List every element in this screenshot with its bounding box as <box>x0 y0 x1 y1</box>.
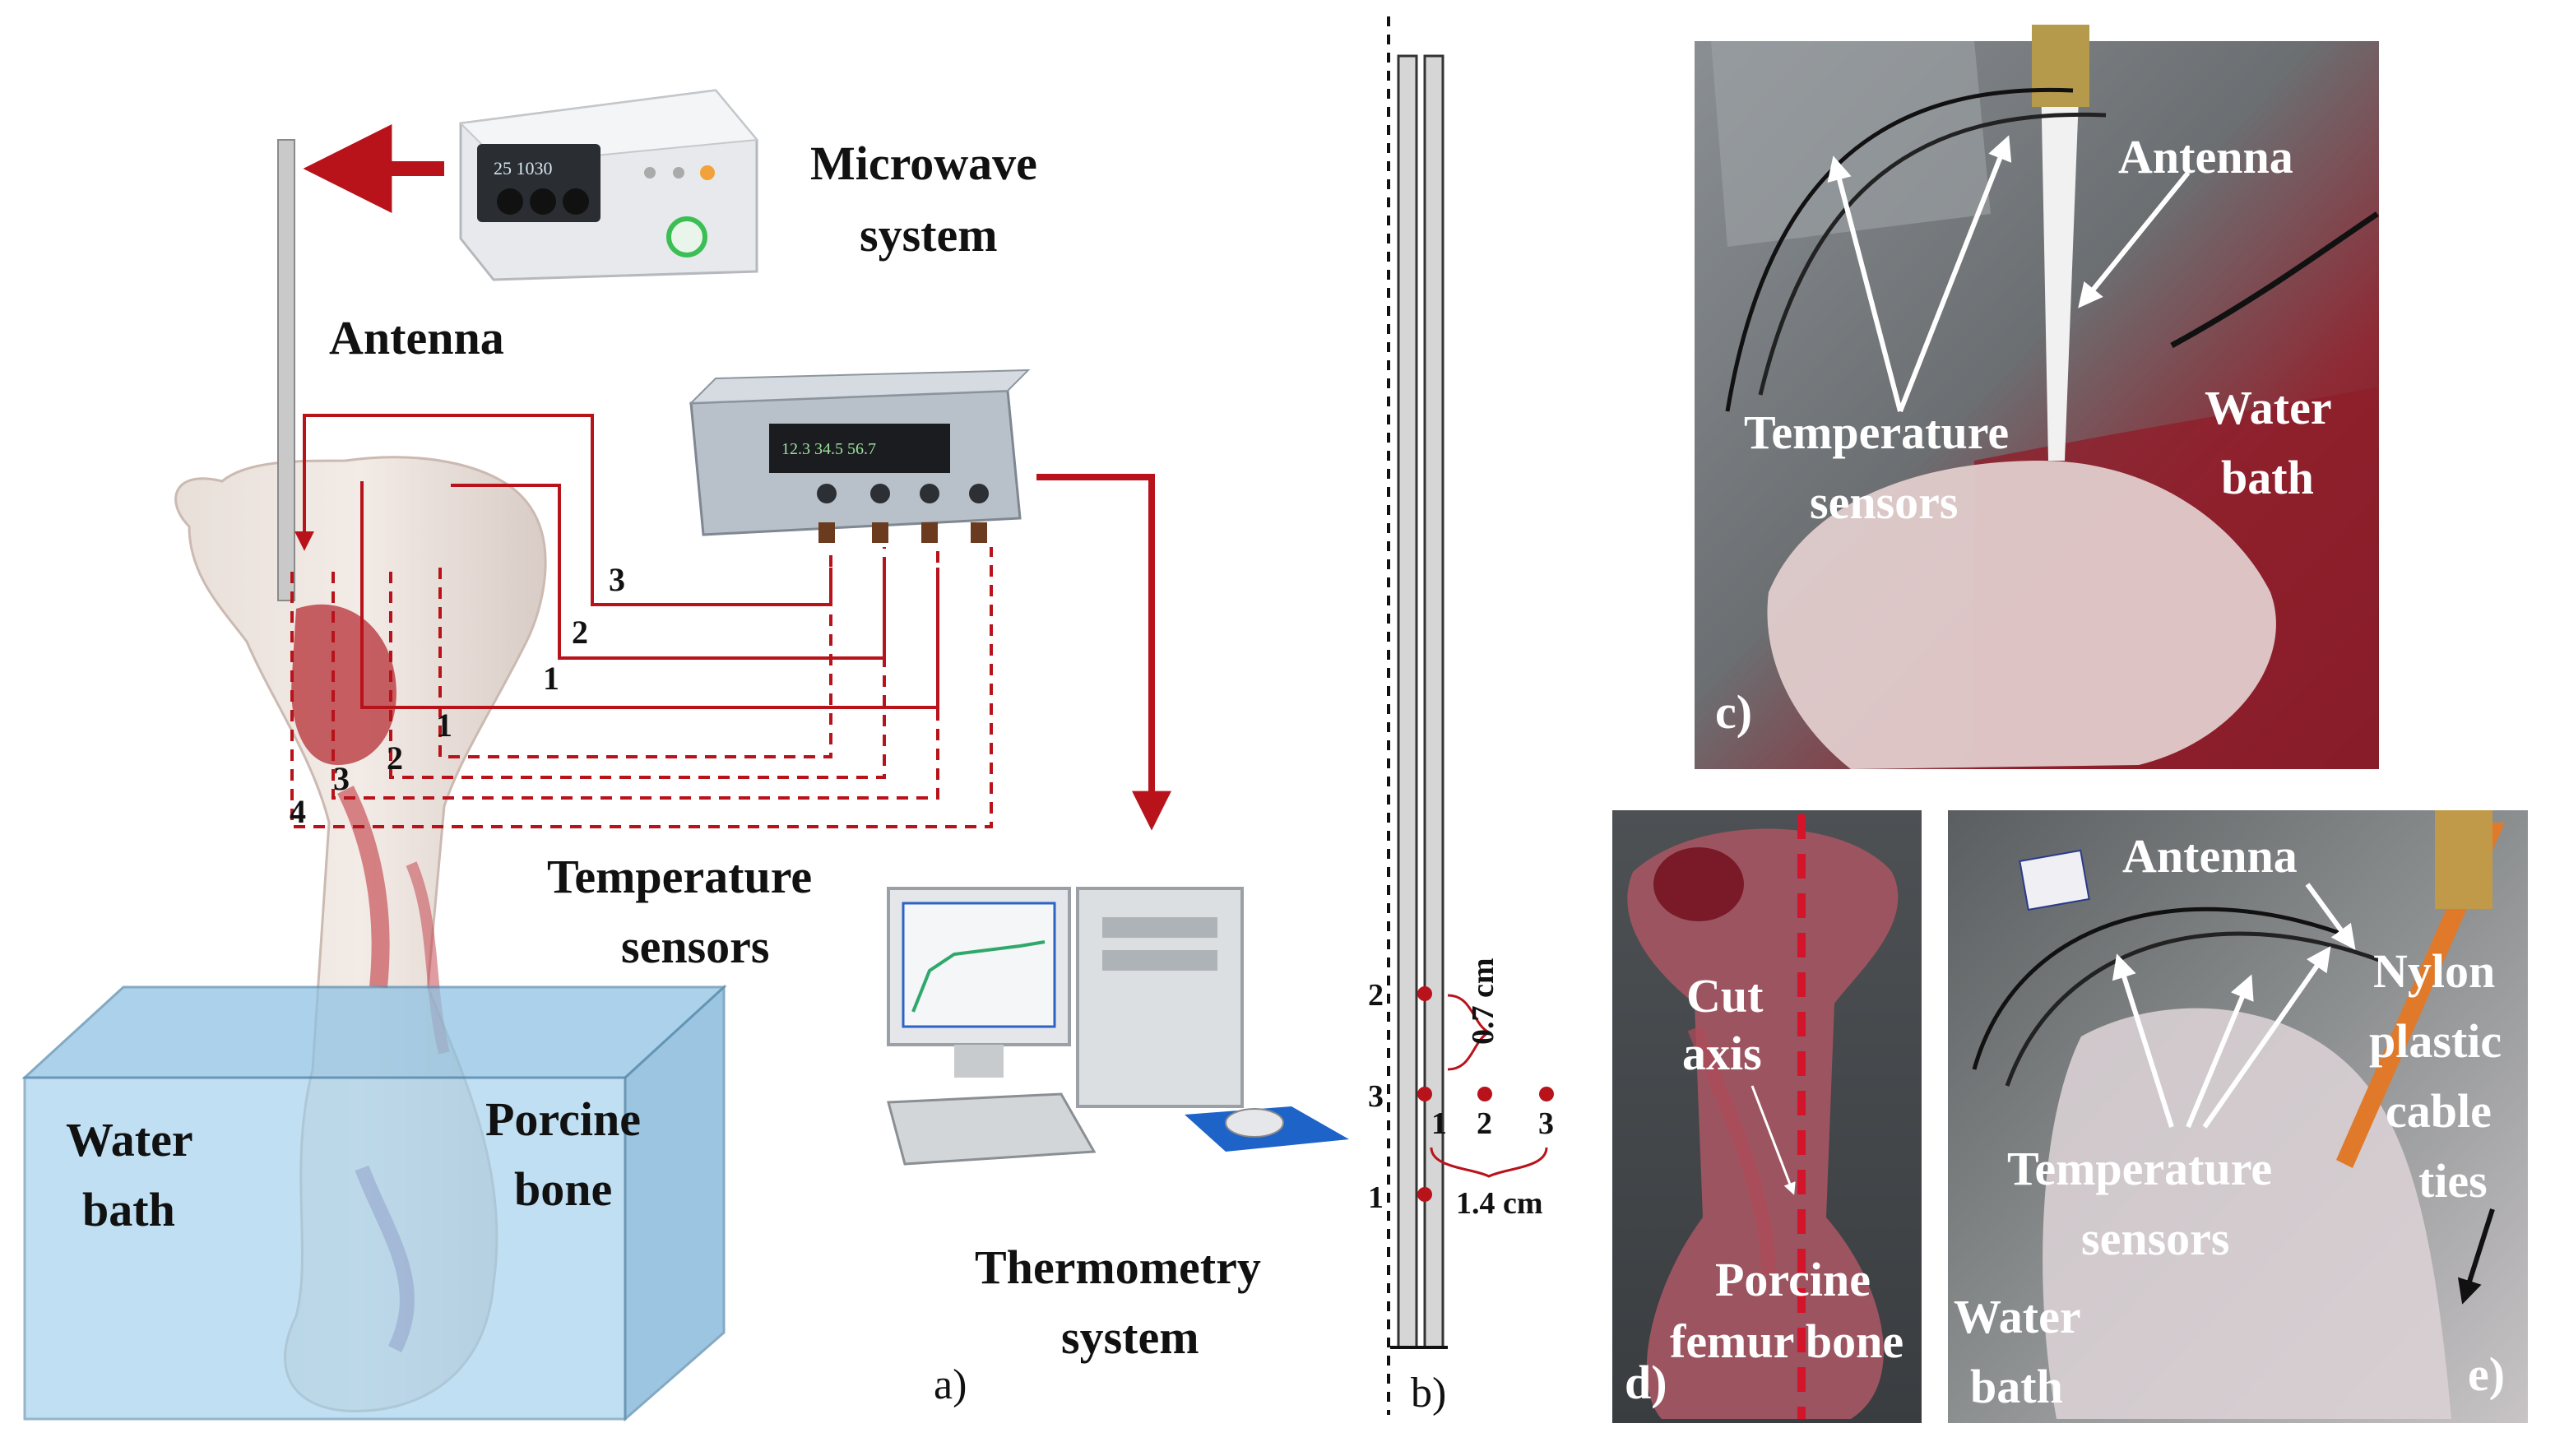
line-number-2: 2 <box>572 614 588 651</box>
e-cable-ties-line2: plastic <box>2369 1014 2502 1068</box>
computer-illustration <box>887 887 1349 1166</box>
c-water-bath-line2: bath <box>2221 451 2314 504</box>
sensor-point-radial-2 <box>1477 1087 1492 1101</box>
horizontal-dimension-brace <box>1430 1147 1548 1178</box>
vertical-dimension-brace <box>1447 994 1492 1071</box>
panel-b: 2 3 1 1 2 3 0.7 cm 1.4 cm b) <box>1368 16 1554 1417</box>
photo-e-bone <box>2043 1008 2451 1419</box>
dim-vertical-label: 0.7 cm <box>1466 958 1500 1045</box>
water-bath-label-line1: Water <box>66 1113 193 1166</box>
thermometry-label-line2: system <box>1061 1310 1199 1364</box>
antenna-label: Antenna <box>329 311 504 364</box>
b-left-number-1: 1 <box>1368 1180 1384 1215</box>
antenna-rod <box>277 139 295 601</box>
b-right-number-2: 2 <box>1477 1106 1492 1141</box>
sensor-number-3: 3 <box>333 760 350 797</box>
photo-d-bone <box>1627 828 1899 1419</box>
microwave-generator: 25 1030 <box>458 89 758 281</box>
sensor-number-2: 2 <box>387 740 403 777</box>
c-temperature-sensors-line2: sensors <box>1810 475 1958 529</box>
b-left-number-2: 2 <box>1368 978 1384 1013</box>
panel-e-letter: e) <box>2468 1347 2505 1401</box>
d-femur-label-line2: femur bone <box>1670 1315 1903 1368</box>
antenna-probe-left <box>1397 54 1418 1349</box>
d-cut-axis-line1: Cut <box>1686 969 1764 1022</box>
e-cable-ties-line3: cable <box>2386 1084 2492 1138</box>
c-water-bath-line1: Water <box>2205 381 2332 434</box>
svg-text:25 1030: 25 1030 <box>494 158 553 179</box>
e-temperature-sensors-line2: sensors <box>2081 1212 2229 1265</box>
e-cable-ties-line4: ties <box>2418 1154 2488 1208</box>
photo-c-bone <box>1767 461 2276 769</box>
sensor-point-1 <box>1417 1187 1432 1202</box>
b-right-number-3: 3 <box>1538 1106 1554 1141</box>
e-temperature-sensors-line1: Temperature <box>2007 1142 2272 1195</box>
panel-b-letter: b) <box>1411 1370 1446 1417</box>
b-left-number-3: 3 <box>1368 1079 1384 1114</box>
porcine-bone-label-line2: bone <box>514 1162 612 1216</box>
c-temperature-sensors-line1: Temperature <box>1744 406 2009 459</box>
e-antenna-label: Antenna <box>2122 829 2298 883</box>
sensor-point-radial-3 <box>1539 1087 1554 1101</box>
c-antenna-label: Antenna <box>2118 130 2293 183</box>
line-number-1: 1 <box>543 660 559 697</box>
e-water-bath-line1: Water <box>1954 1290 2081 1343</box>
b-right-number-1: 1 <box>1431 1106 1447 1141</box>
panel-a-letter: a) <box>934 1361 967 1408</box>
sensor-point-2 <box>1417 986 1432 1001</box>
thermometry-label-line1: Thermometry <box>975 1240 1261 1294</box>
water-bath-label-line2: bath <box>82 1183 175 1236</box>
sensor-number-4: 4 <box>290 793 306 830</box>
panel-d: Cut axis Porcine femur bone d) <box>1612 810 1922 1423</box>
sensor-lines-dashed <box>290 547 993 828</box>
thermometry-device: 12.3 34.5 56.7 <box>689 369 1031 543</box>
porcine-bone-label-line1: Porcine <box>485 1092 641 1146</box>
sensor-number-1: 1 <box>436 707 452 744</box>
panel-c: Antenna Temperature sensors Water bath c… <box>1695 25 2379 769</box>
panel-d-letter: d) <box>1625 1356 1667 1409</box>
d-cut-axis-line2: axis <box>1682 1027 1762 1080</box>
water-bath-box <box>21 984 727 1422</box>
svg-text:12.3 34.5 56.7: 12.3 34.5 56.7 <box>781 440 876 458</box>
line-number-3: 3 <box>609 561 625 598</box>
dim-horizontal-label: 1.4 cm <box>1456 1186 1543 1221</box>
sensor-point-3 <box>1417 1087 1432 1101</box>
e-water-bath-line2: bath <box>1970 1360 2063 1413</box>
d-femur-label-line1: Porcine <box>1715 1253 1871 1306</box>
photo-c-antenna <box>2040 33 2081 461</box>
temperature-sensors-label-line1: Temperature <box>547 850 812 903</box>
e-cable-ties-line1: Nylon <box>2373 944 2495 998</box>
microwave-label-line1: Microwave <box>810 137 1037 190</box>
temperature-sensors-label-line2: sensors <box>621 920 769 973</box>
panel-a: 25 1030 12.3 34.5 56.7 <box>21 89 1349 1422</box>
panel-c-letter: c) <box>1715 685 1752 739</box>
panel-e: Antenna Nylon plastic cable ties Tempera… <box>1948 810 2528 1423</box>
thermometry-data-arrow <box>1036 474 1171 831</box>
microwave-label-line2: system <box>860 208 998 262</box>
